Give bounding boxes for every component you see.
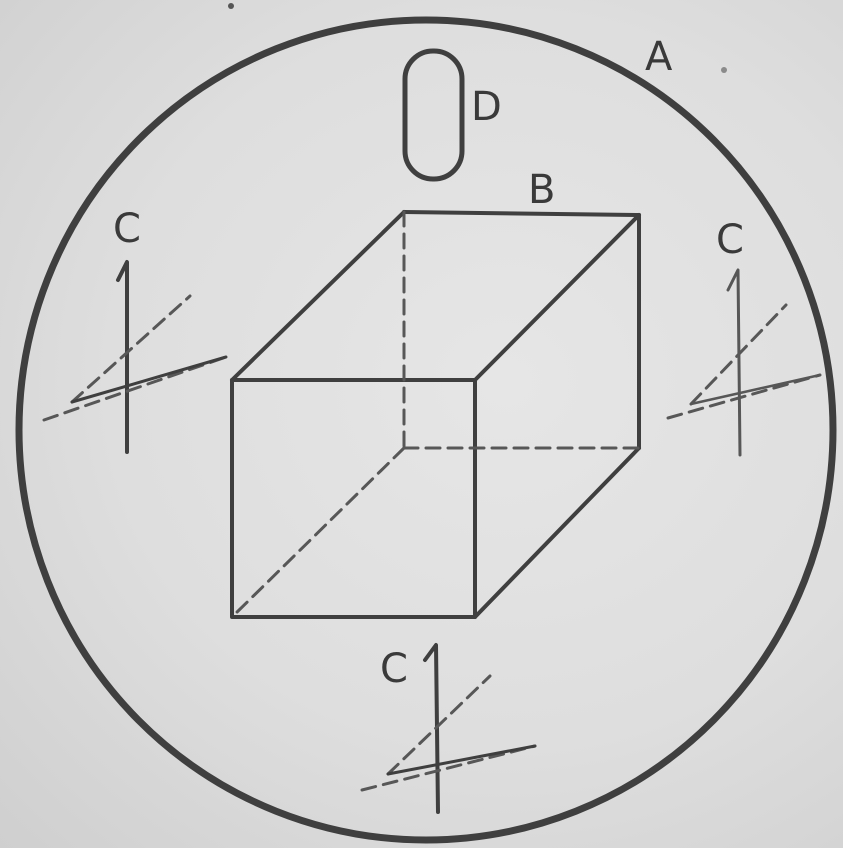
axes-left-vertical xyxy=(116,260,129,454)
axes-symbol-right xyxy=(666,268,822,457)
cube-hidden-diagonal xyxy=(230,446,406,619)
axes-right-diagonal xyxy=(689,303,788,406)
label-b: B xyxy=(528,167,555,213)
smudge-mark xyxy=(721,67,727,73)
cube-edge-bottom-right xyxy=(473,446,641,619)
axes-right-join xyxy=(689,373,822,406)
axes-bottom-vertical xyxy=(423,643,440,814)
label-c-left: C xyxy=(113,206,141,252)
cube-edge-top-left xyxy=(230,210,406,382)
label-c-right: C xyxy=(716,217,744,263)
circle-a xyxy=(15,16,837,844)
label-a: A xyxy=(645,34,673,80)
axes-bottom-join xyxy=(386,744,537,776)
cube-edge-top-right xyxy=(473,213,641,382)
capsule-d xyxy=(402,48,465,182)
axes-symbol-left xyxy=(42,260,228,454)
axes-left-diagonal xyxy=(70,294,192,404)
cube-front-face xyxy=(230,378,477,619)
axes-bottom-diagonal xyxy=(386,674,492,776)
label-c-bottom: C xyxy=(380,646,408,692)
axes-bottom-horizontal xyxy=(360,744,537,792)
axes-left-join xyxy=(70,355,228,404)
axes-left-horizontal xyxy=(42,355,228,422)
axes-symbol-bottom xyxy=(360,643,537,814)
label-d: D xyxy=(471,84,502,130)
cube-edge-top-back xyxy=(402,210,641,217)
smudge-mark xyxy=(228,3,234,9)
axes-right-horizontal xyxy=(666,373,822,420)
cube-b xyxy=(230,210,641,619)
